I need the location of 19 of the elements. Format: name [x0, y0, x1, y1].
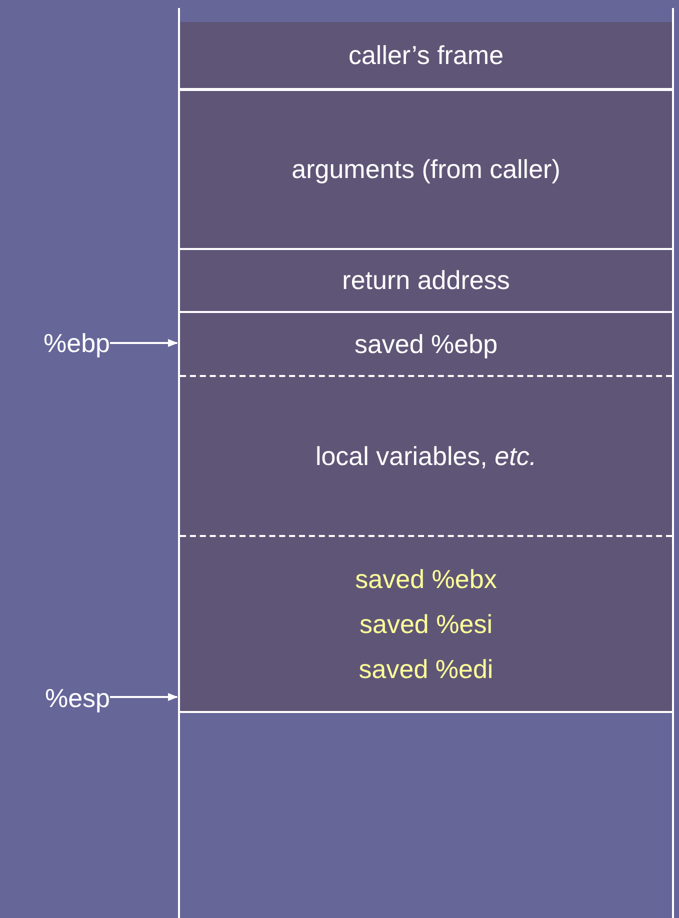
slot-text: return address: [342, 264, 510, 297]
register-label: %ebp: [14, 325, 110, 361]
slot-text: saved %ebx: [355, 562, 497, 596]
stack-frame-slot: [180, 311, 672, 375]
slot-text: saved %esi: [360, 608, 492, 640]
slot-text: saved %ebp: [354, 328, 498, 360]
slot-text: arguments (from caller): [292, 153, 560, 186]
slot-text: local variables, etc.: [315, 440, 537, 472]
stack-frame-slot: [180, 88, 672, 248]
pointer-arrow: [110, 339, 178, 347]
pointer-arrow: [110, 693, 178, 701]
stack-frame-slot: [180, 375, 672, 535]
slot-text: caller’s frame: [348, 38, 504, 72]
register-label: %esp: [14, 680, 110, 716]
stack-column: [178, 8, 674, 918]
stack-frame-slot: [180, 248, 672, 311]
stack-frame-slot: [180, 535, 672, 711]
slot-text: saved %edi: [358, 652, 494, 686]
stack-frame-slot: [180, 22, 672, 88]
